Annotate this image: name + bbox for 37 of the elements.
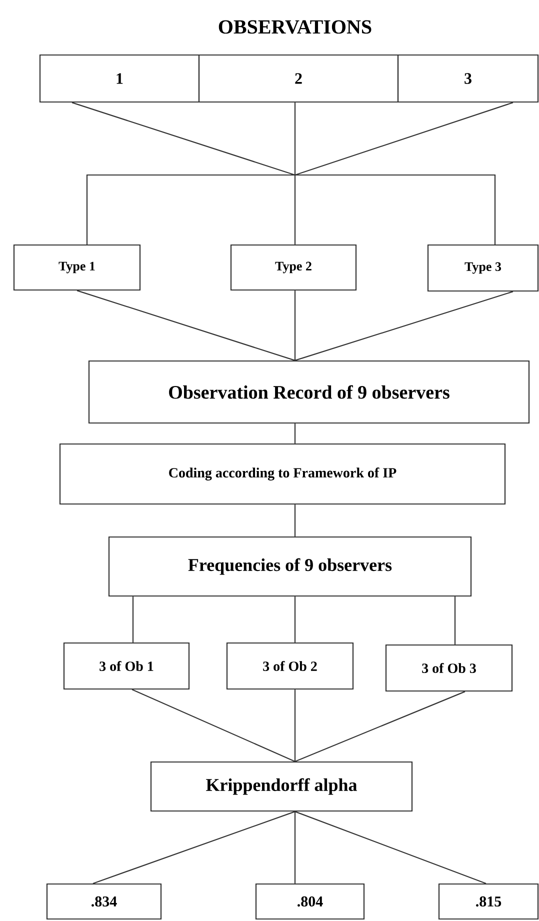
process-box: Observation Record of 9 observers: [88, 360, 530, 424]
title: OBSERVATIONS: [218, 20, 372, 34]
connector-line: [294, 424, 296, 444]
connector-line: [294, 290, 296, 360]
connector-line: [294, 102, 296, 175]
value-box: .834: [46, 883, 162, 920]
number-cell: 2: [198, 54, 399, 103]
process-box: Coding according to Framework of IP: [59, 443, 506, 505]
connector-line: [294, 175, 296, 244]
connector-line: [454, 596, 456, 644]
process-box: Type 2: [230, 244, 357, 291]
value-box: .804: [255, 883, 365, 920]
connector-line: [92, 811, 296, 884]
connector-line: [72, 102, 296, 176]
connector-line: [86, 174, 295, 244]
connector-line: [132, 596, 134, 642]
connector-line: [294, 691, 466, 762]
process-box: Frequencies of 9 observers: [108, 536, 472, 597]
connector-line: [294, 811, 486, 884]
value-box: .815: [438, 883, 539, 920]
number-cell: 1: [39, 54, 200, 103]
connector-line: [294, 812, 296, 884]
connector-line: [294, 504, 296, 536]
process-box: Type 3: [427, 244, 539, 292]
connector-line: [294, 291, 514, 361]
connector-line: [294, 690, 296, 762]
number-cell: 3: [397, 54, 539, 103]
process-box: 3 of Ob 1: [63, 642, 190, 690]
connector-line: [76, 290, 296, 361]
process-box: 3 of Ob 3: [385, 644, 513, 692]
process-box: 3 of Ob 2: [226, 642, 354, 690]
process-box: Type 1: [13, 244, 141, 291]
connector-line: [295, 174, 496, 244]
connector-line: [294, 102, 514, 176]
connector-line: [132, 689, 296, 762]
connector-line: [294, 596, 296, 642]
process-box: Krippendorff alpha: [150, 761, 413, 812]
